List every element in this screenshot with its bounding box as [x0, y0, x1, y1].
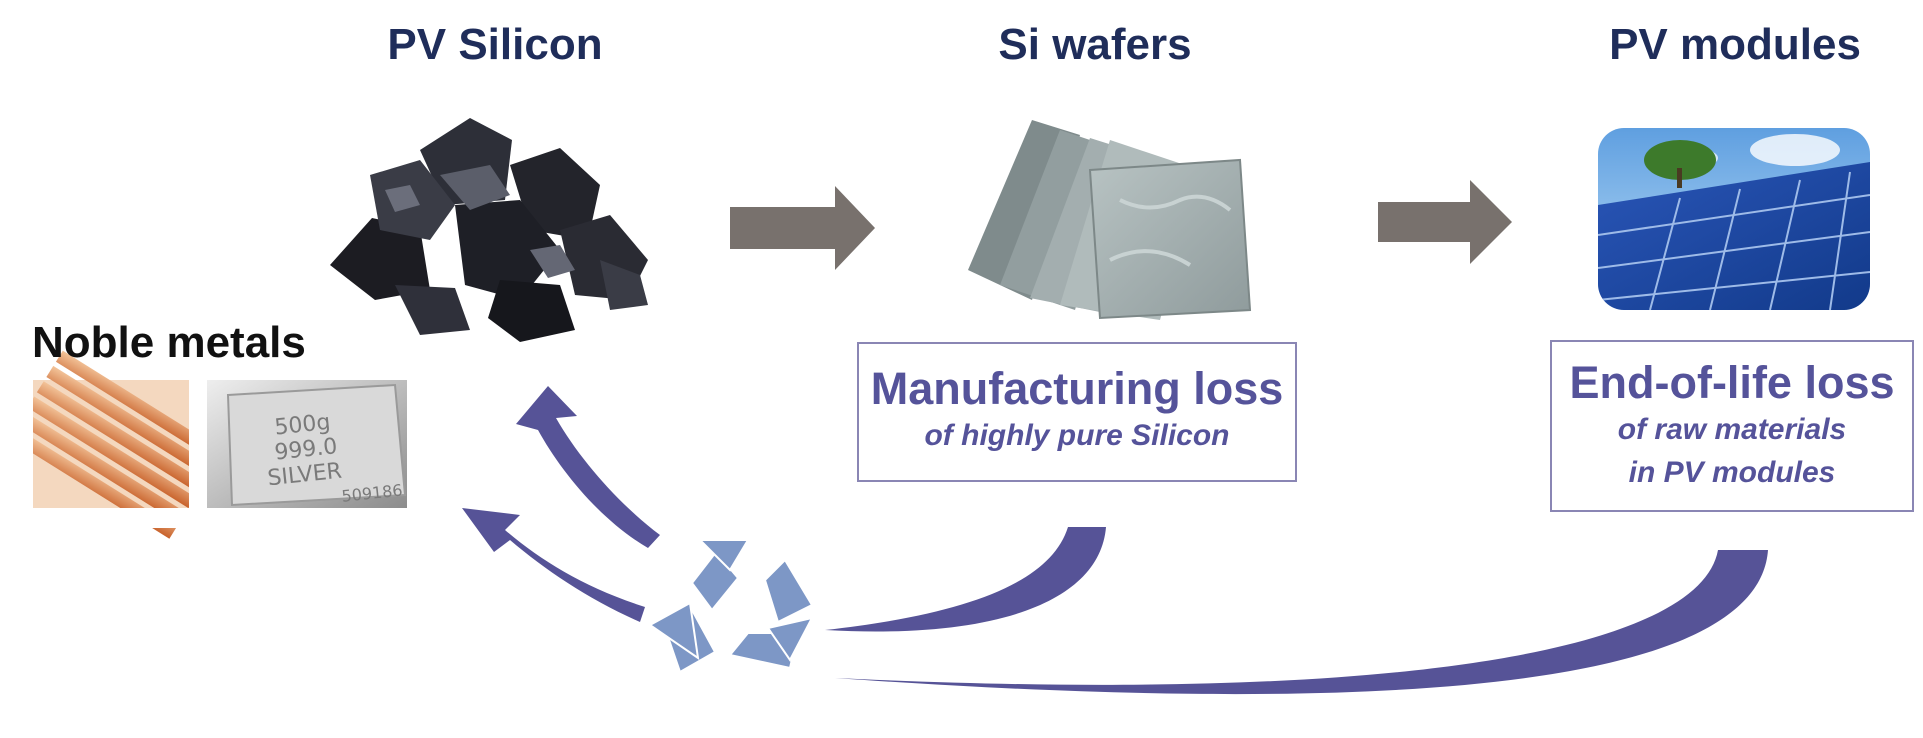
pv-silicon-title: PV Silicon [387, 20, 603, 69]
recycle-arrow-to-noble-metals [462, 508, 645, 622]
end-of-life-loss-box: End-of-life loss of raw materials in PV … [1550, 340, 1914, 512]
noble-metals-title: Noble metals [32, 318, 306, 367]
si-wafers-title: Si wafers [998, 20, 1192, 69]
silver-bar-weight: 500g [273, 410, 331, 441]
end-of-life-loss-return-arrow [835, 550, 1768, 695]
silver-bar-image: 500g 999.0 SILVER 509186 [207, 380, 407, 508]
end-of-life-loss-subtitle-line1: of raw materials [1617, 412, 1847, 446]
end-of-life-loss-subtitle-line2: in PV modules [1628, 456, 1836, 489]
manufacturing-loss-title: Manufacturing loss [870, 363, 1284, 414]
flow-arrow-wafers-to-modules [1378, 180, 1512, 264]
silicon-chunks-image [330, 118, 648, 342]
manufacturing-loss-subtitle: of highly pure Silicon [924, 418, 1230, 452]
recycle-icon [648, 539, 814, 674]
recycle-arrow-to-silicon [516, 386, 660, 548]
pv-modules-title: PV modules [1609, 20, 1861, 69]
flow-arrow-silicon-to-wafers [730, 186, 875, 270]
solar-panel-image [1598, 128, 1870, 310]
manufacturing-loss-return-arrow [825, 527, 1106, 632]
wafers-image [968, 120, 1252, 320]
manufacturing-loss-box: Manufacturing loss of highly pure Silico… [857, 342, 1297, 482]
end-of-life-loss-title: End-of-life loss [1569, 357, 1895, 408]
